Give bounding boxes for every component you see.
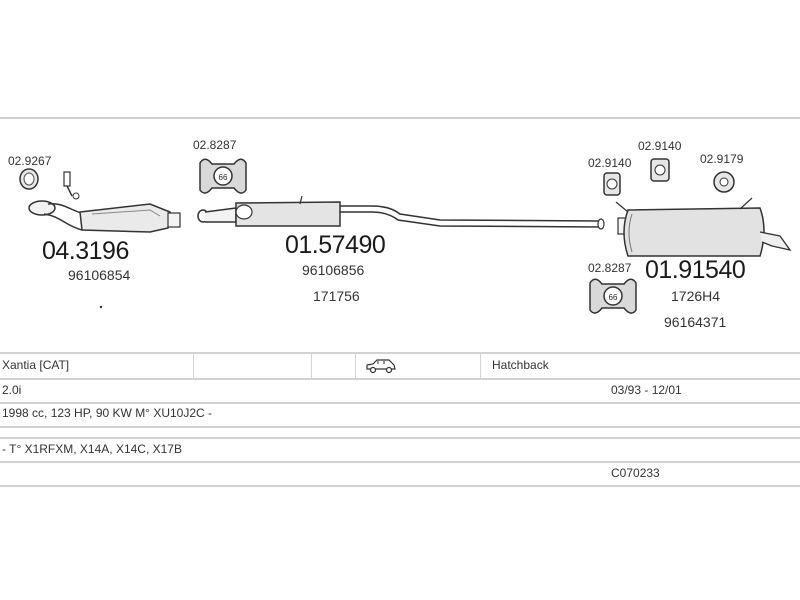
hanger-code-right: 66 [609,293,618,302]
engine-specs: 1998 cc, 123 HP, 90 KW M° XU10J2C - [2,406,213,420]
oem-number-rear-1: 1726H4 [671,288,721,304]
part-number-clamp-left[interactable]: 02.9267 [8,154,52,168]
oem-number-middle-2: 171756 [313,288,360,304]
part-number-rear[interactable]: 01.91540 [645,256,746,284]
vehicle-types: - T° X1RFXM, X14A, X14C, X17B [2,442,182,456]
middle-muffler-pipe-icon [197,195,605,230]
car-side-icon [366,359,396,374]
rubber-hanger-left-icon: 66 [199,158,247,194]
catalytic-converter-icon [28,200,181,233]
rear-silencer-icon [615,197,792,257]
clamp-ring-left-icon [19,168,39,190]
diagram-top-border [0,117,800,119]
part-number-ring-right[interactable]: 02.9179 [700,152,744,166]
oem-number-catalytic: 96106854 [68,267,131,283]
sensor-bolt-icon [63,171,80,200]
oem-number-rear-2: 96164371 [664,314,727,330]
oem-number-middle-1: 96106856 [302,262,365,278]
rubber-ring-right-icon [713,171,735,193]
part-number-catalytic[interactable]: 04.3196 [42,237,129,265]
part-number-hanger-r2[interactable]: 02.9140 [638,139,682,153]
part-number-hanger-r1[interactable]: 02.9140 [588,156,632,170]
model-name: Xantia [CAT] [2,358,70,372]
part-number-middle[interactable]: 01.57490 [285,231,386,259]
part-number-hanger-left[interactable]: 02.8287 [193,138,237,152]
rubber-hanger-r1-icon [603,172,621,196]
engine-variant: 2.0i [2,383,22,397]
hanger-code-left: 66 [219,173,228,182]
exhaust-system-diagram: 66 66 [19,158,792,314]
part-number-hanger-r3[interactable]: 02.8287 [588,261,632,275]
production-years: 03/93 - 12/01 [611,383,682,397]
rubber-hanger-r3-icon: 66 [589,278,637,314]
catalogue-code: C070233 [611,466,660,480]
body-type: Hatchback [492,358,549,372]
rubber-hanger-r2-icon [650,158,670,182]
